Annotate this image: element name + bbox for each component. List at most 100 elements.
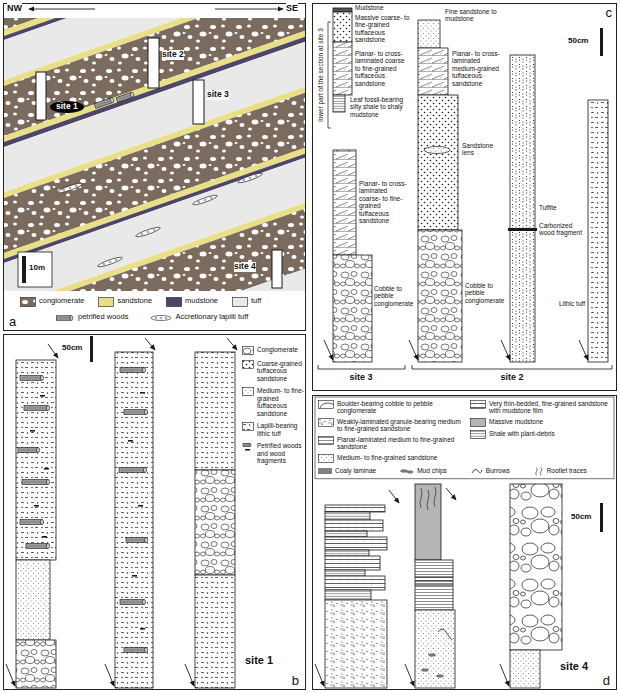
burrow	[438, 629, 452, 640]
lapillus	[75, 185, 77, 187]
way-up-arrow	[500, 664, 509, 686]
legend-item: Coaly laminae	[318, 467, 376, 476]
figure-label: Carbonized wood fragment	[539, 222, 585, 237]
wood-end	[36, 448, 39, 453]
color-swatch	[233, 298, 248, 307]
legend-text: Petrified woods and wood fragments	[257, 442, 305, 464]
way-up-arrow	[6, 664, 15, 686]
bed	[418, 230, 462, 362]
figure-label: Planar- to cross-laminated coarse to fin…	[355, 50, 410, 87]
bed	[333, 255, 372, 362]
bed	[510, 55, 535, 362]
legend-swatch	[55, 313, 75, 323]
lapillus	[141, 233, 143, 235]
rootlet-trace	[540, 467, 542, 475]
wood-grain	[24, 482, 46, 483]
color-swatch	[167, 298, 182, 307]
wood-trunk	[22, 480, 48, 485]
legend-text: petrified woods	[78, 313, 128, 322]
legend-swatch	[534, 467, 544, 476]
legend: Boulder-bearing cobble to pebble conglom…	[318, 400, 464, 463]
petrified-wood	[22, 480, 50, 485]
legend-text: conglomerate	[39, 297, 84, 306]
lens-outline	[135, 226, 161, 239]
legend-item: Massive mudstone	[470, 418, 613, 427]
pattern-swatch	[243, 423, 254, 431]
petrified-wood	[120, 600, 146, 605]
bed	[195, 470, 235, 575]
bed	[325, 537, 387, 550]
legend: Very thin-bedded, fine-grained sandstone…	[470, 400, 613, 439]
wood-end	[142, 368, 145, 373]
legend-swatch	[242, 422, 254, 431]
wood-fragment	[128, 440, 133, 442]
wood-end	[144, 538, 147, 543]
sandstone-lens	[424, 147, 450, 154]
rootlet-trace	[434, 487, 436, 507]
way-up-arrow	[501, 340, 510, 360]
lens-outline	[192, 194, 218, 207]
legend-text: Conglomerate	[257, 346, 305, 353]
petrified-wood	[124, 410, 148, 415]
site1-logs	[6, 336, 237, 688]
bed	[333, 95, 345, 112]
wood-fragment	[40, 395, 45, 397]
legend-text: mudstone	[185, 297, 218, 306]
bed	[415, 610, 455, 688]
way-up-arrow	[446, 488, 456, 500]
figure-label: site 4	[234, 262, 256, 272]
panel-letter: d	[603, 674, 610, 687]
pattern-swatch	[319, 454, 334, 462]
pattern-swatch	[471, 418, 486, 426]
figure-label: SE	[286, 3, 298, 13]
mud-chip	[422, 669, 429, 672]
legend-swatch	[318, 400, 334, 409]
wood-fragment	[245, 449, 250, 451]
bed	[510, 484, 562, 650]
lapillus	[109, 261, 111, 263]
legend-swatch	[242, 442, 254, 451]
bed	[418, 48, 448, 95]
legend-text: Accretionary lapilli tuff	[175, 313, 248, 322]
way-up-arrow	[324, 340, 333, 360]
figure-label: site 1	[245, 654, 273, 667]
legend-swatch	[318, 454, 334, 463]
legend-text: tuff	[251, 297, 261, 306]
wood-grain	[59, 318, 70, 319]
petrified-wood	[24, 406, 50, 411]
figure-label: 10m	[29, 263, 45, 272]
wood-trunk	[24, 406, 48, 411]
wood-grain	[97, 101, 110, 106]
site2-site3-logs	[318, 8, 612, 369]
way-up-arrow	[48, 344, 58, 358]
figure-label: Sandstone lens	[462, 142, 506, 157]
legend-text: Burrows	[486, 467, 510, 474]
wood-end	[144, 410, 147, 415]
wood-fragment	[140, 628, 145, 630]
section-bracket	[328, 22, 331, 128]
legend-text: Coarse-grained tuffaceous sandstone	[257, 360, 305, 382]
way-up-arrow	[215, 9, 283, 10]
lapilli-lens	[192, 194, 218, 207]
carbonized-wood	[508, 228, 537, 231]
wood-grain	[122, 370, 142, 371]
wood-trunk	[243, 444, 250, 447]
bed	[418, 20, 440, 48]
figure-label: 50cm	[62, 343, 82, 352]
wood-fragment	[140, 392, 145, 394]
bed	[333, 42, 352, 95]
figure-label: Cobble to pebble conglomerate	[374, 285, 417, 307]
wood-grain	[121, 470, 143, 471]
pattern-swatch	[319, 418, 334, 426]
legend-swatch	[20, 297, 36, 307]
lapillus	[243, 179, 245, 181]
lapilli-lens	[237, 172, 263, 185]
petrified-wood	[119, 468, 147, 473]
lapillus	[147, 231, 149, 233]
stroke-mark	[318, 472, 332, 473]
wood-fragment	[138, 505, 143, 507]
legend-frame	[315, 397, 614, 479]
legend-swatch	[318, 418, 334, 427]
petrified-wood	[20, 376, 44, 381]
